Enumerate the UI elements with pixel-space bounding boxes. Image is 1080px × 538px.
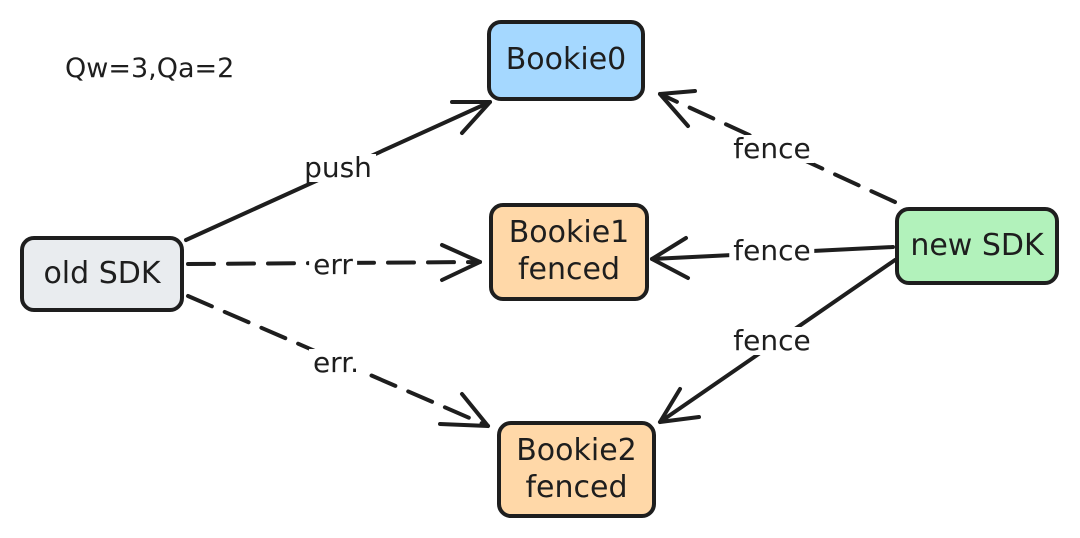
arrowhead-old-sdk-to-bookie2	[438, 392, 490, 428]
node-new-sdk-label: new SDK	[910, 227, 1044, 263]
node-old-sdk[interactable]: old SDK	[20, 236, 184, 312]
node-bookie2-label: Bookie2 fenced	[516, 432, 637, 505]
edge-label-push: push	[300, 154, 376, 182]
arrowhead-old-sdk-to-bookie1	[440, 243, 482, 282]
node-old-sdk-label: old SDK	[43, 255, 161, 291]
node-bookie1-label: Bookie1 fenced	[508, 215, 630, 287]
edge-label-fence-bookie1: fence	[729, 237, 815, 265]
edge-label-fence-bookie0: fence	[729, 135, 815, 163]
edge-label-err-bookie1: err	[309, 251, 357, 279]
arrowhead-new-sdk-to-bookie0	[658, 89, 697, 128]
quorum-note: Qw=3,Qa=2	[65, 53, 235, 84]
edge-label-fence-bookie2: fence	[729, 327, 815, 355]
node-bookie1[interactable]: Bookie1 fenced	[489, 203, 649, 301]
arrowhead-new-sdk-to-bookie2	[658, 387, 701, 424]
node-bookie0[interactable]: Bookie0	[487, 20, 645, 101]
edge-label-err-bookie2: err.	[308, 349, 364, 377]
arrowhead-old-sdk-to-bookie0	[450, 100, 492, 135]
node-bookie0-label: Bookie0	[505, 42, 627, 78]
node-bookie2[interactable]: Bookie2 fenced	[497, 421, 656, 518]
arrowhead-new-sdk-to-bookie1	[650, 236, 690, 280]
node-new-sdk[interactable]: new SDK	[895, 207, 1059, 285]
